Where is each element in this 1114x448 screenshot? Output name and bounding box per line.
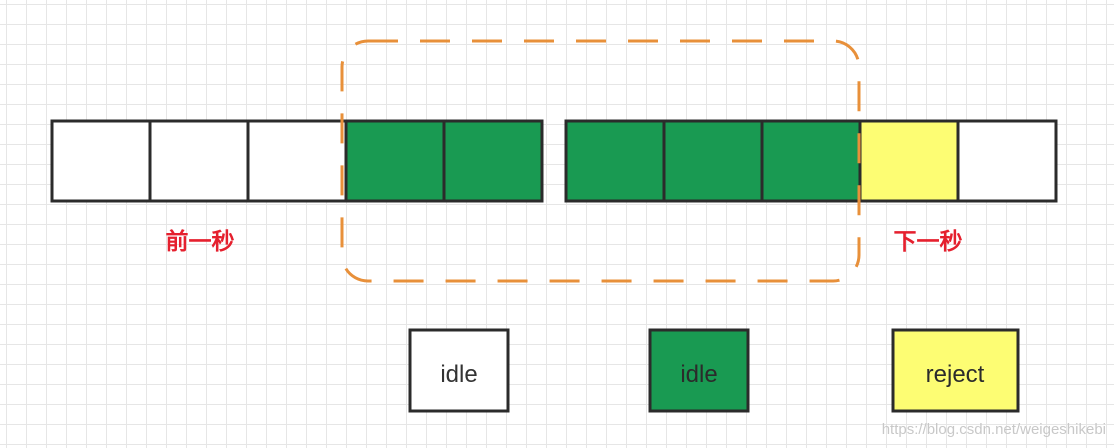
legend-label-idle-green: idle (680, 361, 717, 388)
legend-swatch-idle-white (408, 328, 510, 413)
legend-item-reject: reject (891, 328, 1020, 413)
prev-cell-2 (148, 119, 250, 203)
prev-second-bucket (50, 119, 544, 203)
legend-item-idle-white: idle (408, 328, 510, 413)
next-second-label: 下一秒 (894, 229, 963, 255)
legend-label-idle-white: idle (440, 361, 477, 388)
legend: idle idle reject (408, 328, 1020, 413)
sliding-window-outline (340, 39, 861, 283)
prev-second-label: 前一秒 (166, 228, 235, 255)
legend-item-idle-green: idle (648, 328, 750, 413)
next-cell-4 (858, 119, 960, 203)
prev-cell-1 (50, 119, 152, 203)
next-cell-3 (760, 119, 862, 203)
next-cell-2 (662, 119, 764, 203)
prev-cell-3 (246, 119, 348, 203)
next-cell-5 (956, 119, 1058, 203)
watermark-text: https://blog.csdn.net/weigeshikebi (882, 421, 1106, 438)
next-cell-1 (564, 119, 666, 203)
legend-swatch-reject (891, 328, 1020, 413)
prev-cell-5 (442, 119, 544, 203)
legend-swatch-idle-green (648, 328, 750, 413)
prev-cell-4 (344, 119, 446, 203)
legend-label-reject: reject (926, 361, 985, 388)
next-second-bucket (564, 119, 1058, 203)
